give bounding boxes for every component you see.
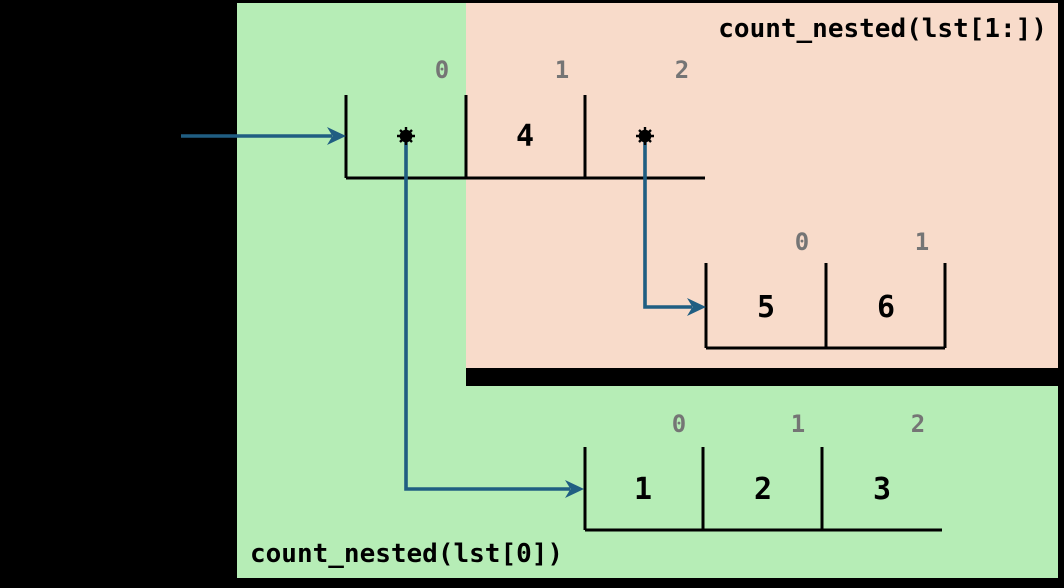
frame-outer-label: count_nested(lst[1:]) bbox=[718, 14, 1047, 44]
list-lst-index-0: 0 bbox=[434, 56, 450, 84]
list-1-2-3-index-2: 2 bbox=[910, 410, 926, 438]
list-1-2-3-cell-value-3: 3 bbox=[872, 472, 892, 507]
list-1-2-3-cell-value-1: 1 bbox=[633, 472, 653, 507]
list-1-2-3-cell-value-2: 2 bbox=[753, 472, 773, 507]
list-5-6-cell-value-5: 5 bbox=[756, 290, 776, 325]
list-lst-index-2: 2 bbox=[674, 56, 690, 84]
frame-separator-bar bbox=[466, 368, 1058, 386]
list-lst-cell-value-4: 4 bbox=[515, 119, 535, 154]
list-5-6-index-1: 1 bbox=[914, 228, 930, 256]
list-1-2-3-index-0: 0 bbox=[671, 410, 687, 438]
arrow-lst0-to-nested-list bbox=[404, 140, 584, 498]
frame-count-nested-lst1-region bbox=[466, 3, 1058, 368]
list-5-6-outline bbox=[704, 263, 947, 350]
list-5-6-cell-value-6: 6 bbox=[876, 290, 896, 325]
list-1-2-3-outline bbox=[583, 447, 942, 532]
pointer-dot-icon bbox=[397, 127, 415, 145]
list-5-6-index-0: 0 bbox=[794, 228, 810, 256]
pointer-dot-icon bbox=[636, 127, 654, 145]
frame-inner-label: count_nested(lst[0]) bbox=[250, 539, 564, 569]
entry-arrow bbox=[181, 127, 346, 145]
list-1-2-3-index-1: 1 bbox=[790, 410, 806, 438]
list-lst-index-1: 1 bbox=[554, 56, 570, 84]
arrow-lst2-to-nested-list bbox=[643, 140, 706, 316]
